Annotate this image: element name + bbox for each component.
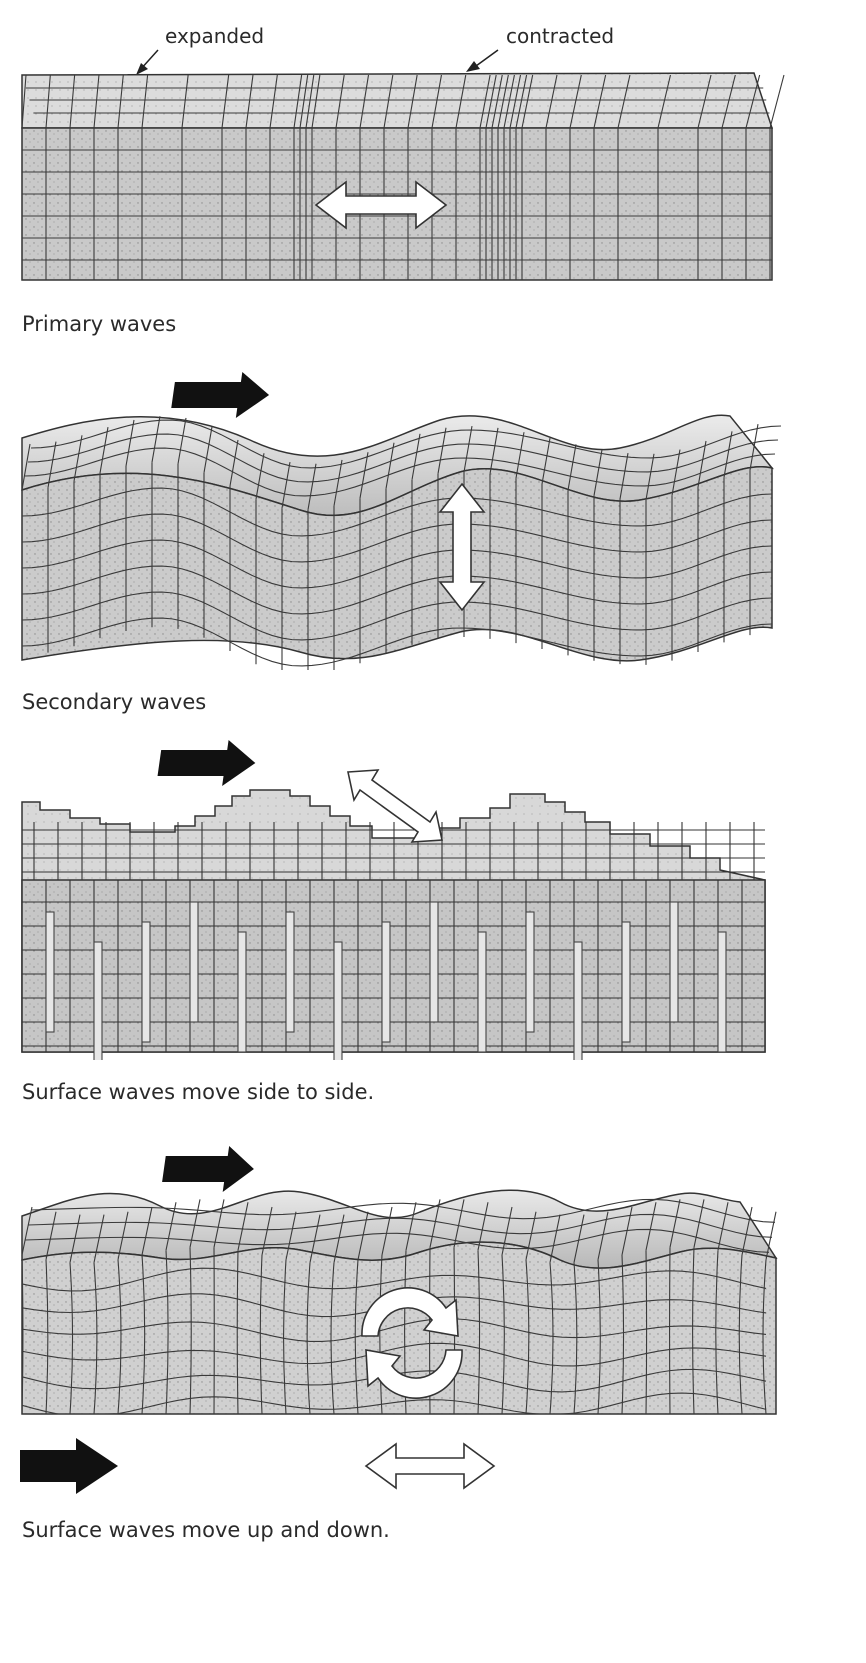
right-arrow-icon	[157, 740, 256, 786]
contracted-label: contracted	[506, 24, 615, 48]
secondary-caption: Secondary waves	[22, 690, 207, 714]
secondary-wave-panel: Secondary waves	[0, 360, 866, 720]
double-headed-diagonal-arrow-icon	[347, 769, 443, 843]
double-headed-vertical-arrow-icon	[438, 482, 486, 612]
rayleigh-caption: Surface waves move up and down.	[22, 1518, 390, 1542]
solid-right-arrow-icon	[20, 1438, 118, 1494]
right-arrow-icon	[171, 372, 270, 418]
primary-caption: Primary waves	[22, 312, 177, 336]
primary-wave-panel: expanded contracted Primary waves	[0, 0, 866, 340]
outline-double-arrow-icon	[364, 1442, 496, 1490]
expanded-label: expanded	[165, 24, 265, 48]
circular-arrow-icon	[361, 1287, 463, 1399]
right-arrow-icon	[162, 1146, 254, 1192]
legend	[20, 1438, 496, 1494]
love-wave-panel: Surface waves move side to side.	[0, 730, 866, 1120]
double-headed-horizontal-arrow-icon	[314, 180, 448, 230]
love-wave-block	[21, 740, 766, 1060]
rayleigh-wave-block	[21, 1146, 778, 1415]
love-caption: Surface waves move side to side.	[22, 1080, 375, 1104]
contracted-pointer	[475, 49, 499, 67]
secondary-wave-block	[21, 372, 782, 670]
rayleigh-wave-panel: Surface waves move up and down.	[0, 1140, 866, 1663]
primary-wave-block	[21, 49, 785, 281]
